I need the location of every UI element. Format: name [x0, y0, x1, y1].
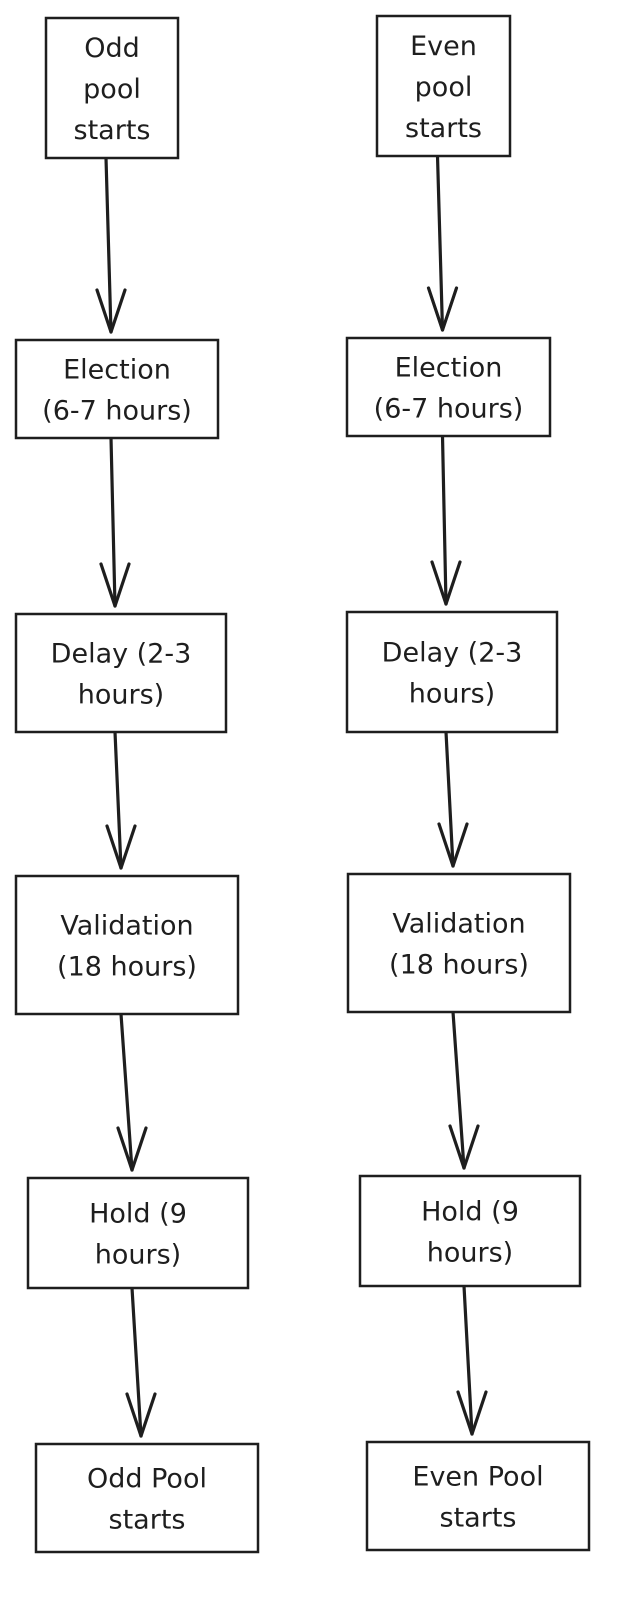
node-box: [375, 14, 512, 158]
node-box: [14, 338, 220, 440]
odd-node-1: Odd pool starts: [44, 16, 180, 160]
node-label-line: Hold (9: [421, 1197, 519, 1228]
arrow-shaft: [109, 436, 117, 608]
node-label-line: Odd Pool: [87, 1464, 207, 1495]
odd-arrow-3: [105, 730, 137, 870]
arrow-shaft: [113, 730, 123, 870]
even-node-5: Hold (9 hours): [358, 1174, 582, 1288]
even-node-2: Election (6-7 hours): [345, 336, 552, 438]
node-label-line: hours): [95, 1240, 181, 1271]
arrow-shaft: [119, 1012, 134, 1172]
even-arrow-3: [437, 730, 469, 868]
node-box: [345, 336, 552, 438]
node-label-line: starts: [440, 1503, 517, 1534]
node-label-line: (18 hours): [57, 952, 197, 983]
node-box: [34, 1442, 260, 1554]
node-box: [346, 872, 572, 1014]
odd-arrow-4: [116, 1012, 148, 1172]
arrow-head-icon: [437, 822, 469, 868]
node-label-line: (6-7 hours): [42, 396, 192, 427]
odd-arrow-2: [99, 436, 131, 608]
node-box: [44, 16, 180, 160]
node-label-line: Hold (9: [89, 1199, 187, 1230]
arrow-shaft: [444, 730, 455, 868]
arrow-head-icon: [448, 1124, 480, 1170]
odd-node-4: Validation (18 hours): [14, 874, 240, 1016]
arrow-head-icon: [426, 286, 459, 332]
arrow-head-icon: [105, 824, 137, 870]
even-node-1: Even pool starts: [375, 14, 512, 158]
node-label-line: hours): [78, 680, 164, 711]
node-label-line: hours): [409, 679, 495, 710]
node-label-line: (18 hours): [389, 950, 529, 981]
node-label-line: Odd: [84, 33, 140, 64]
node-label-line: Even Pool: [412, 1462, 543, 1493]
arrow-shaft: [451, 1010, 466, 1170]
odd-node-5: Hold (9 hours): [26, 1176, 250, 1290]
arrow-head-icon: [430, 560, 462, 606]
even-node-3: Delay (2-3 hours): [345, 610, 559, 734]
arrow-head-icon: [125, 1392, 157, 1438]
node-label-line: Election: [395, 353, 503, 384]
odd-node-6: Odd Pool starts: [34, 1442, 260, 1554]
arrow-shaft: [462, 1284, 474, 1436]
arrow-head-icon: [456, 1390, 488, 1436]
arrow-shaft: [435, 154, 445, 332]
node-label-line: Even: [410, 31, 477, 62]
node-label-line: Validation: [60, 911, 193, 942]
arrow-head-icon: [95, 288, 127, 334]
even-arrow-2: [430, 434, 462, 606]
node-box: [358, 1174, 582, 1288]
arrows-layer: [95, 154, 488, 1438]
node-box: [26, 1176, 250, 1290]
odd-node-3: Delay (2-3 hours): [14, 612, 228, 734]
node-label-line: pool: [83, 74, 141, 105]
node-box: [14, 874, 240, 1016]
node-label-line: pool: [415, 72, 473, 103]
node-label-line: Delay (2-3: [382, 638, 523, 669]
node-box: [345, 610, 559, 734]
arrow-shaft: [440, 434, 448, 606]
node-label-line: Election: [63, 355, 171, 386]
odd-node-2: Election (6-7 hours): [14, 338, 220, 440]
node-label-line: starts: [405, 113, 482, 144]
node-label-line: Delay (2-3: [51, 639, 192, 670]
node-box: [14, 612, 228, 734]
even-arrow-1: [426, 154, 459, 332]
odd-arrow-1: [95, 156, 127, 334]
odd-arrow-5: [125, 1286, 157, 1438]
arrow-head-icon: [116, 1126, 148, 1172]
node-label-line: starts: [109, 1505, 186, 1536]
arrow-shaft: [130, 1286, 143, 1438]
even-node-6: Even Pool starts: [365, 1440, 591, 1552]
even-node-4: Validation (18 hours): [346, 872, 572, 1014]
arrow-shaft: [104, 156, 113, 334]
node-label-line: hours): [427, 1238, 513, 1269]
node-label-line: Validation: [392, 909, 525, 940]
even-arrow-4: [448, 1010, 480, 1170]
even-arrow-5: [456, 1284, 488, 1436]
arrow-head-icon: [99, 562, 131, 608]
node-label-line: (6-7 hours): [374, 394, 524, 425]
node-box: [365, 1440, 591, 1552]
node-label-line: starts: [74, 115, 151, 146]
